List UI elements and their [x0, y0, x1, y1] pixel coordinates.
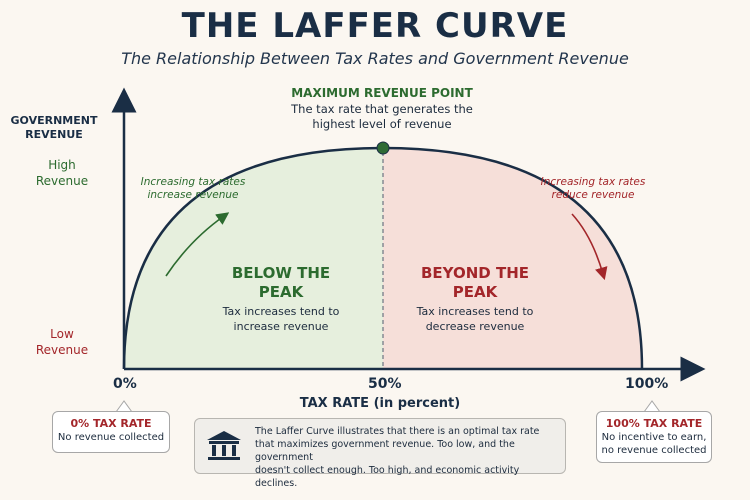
x-tick-0: 0%: [113, 376, 137, 392]
page-subtitle: The Relationship Between Tax Rates and G…: [121, 49, 629, 68]
zero-callout-pointer: [115, 400, 133, 413]
page-title: THE LAFFER CURVE: [181, 6, 569, 46]
explanation-text: The Laffer Curve illustrates that there …: [255, 426, 540, 489]
x-axis-label: TAX RATE (in percent): [299, 396, 461, 411]
max-revenue-point: [376, 141, 390, 155]
decrease-arrow: [571, 213, 608, 281]
below-peak-title: BELOW THE PEAK: [231, 264, 331, 301]
zero-tax-callout: 0% TAX RATE No revenue collected: [52, 411, 170, 453]
beyond-peak-description: Tax increases tend to decrease revenue: [416, 305, 534, 333]
hundred-tax-callout: 100% TAX RATE No incentive to earn, no r…: [596, 411, 712, 463]
max-point-title: MAXIMUM REVENUE POINT: [291, 86, 473, 100]
bank-building-icon: [207, 431, 241, 460]
below-peak-description: Tax increases tend to increase revenue: [222, 305, 340, 333]
beyond-peak-title: BEYOND THE PEAK: [420, 264, 530, 301]
x-tick-100: 100%: [625, 376, 669, 392]
max-point-description: The tax rate that generates the highest …: [291, 102, 473, 131]
low-revenue-label: Low Revenue: [35, 327, 89, 357]
decrease-annotation: Increasing tax rates reduce revenue: [540, 176, 646, 201]
increase-arrow: [165, 212, 230, 277]
hundred-callout-pointer: [643, 400, 661, 413]
high-revenue-label: High Revenue: [35, 158, 89, 188]
increase-annotation: Increasing tax rates increase revenue: [140, 176, 246, 201]
explanation-note: The Laffer Curve illustrates that there …: [194, 418, 566, 489]
y-axis-label: GOVERNMENT REVENUE: [10, 114, 98, 141]
x-tick-50: 50%: [368, 376, 402, 392]
